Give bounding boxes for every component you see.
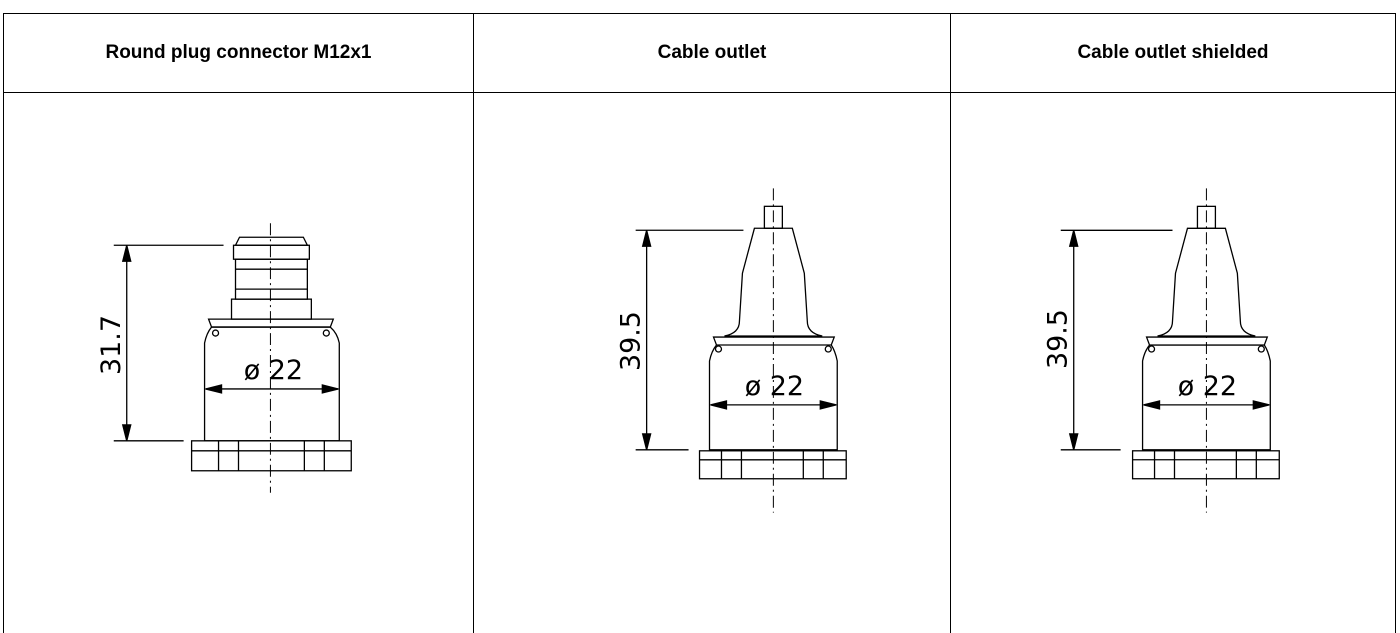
diameter-dimension-label: ø 22: [745, 371, 804, 402]
header-cable-outlet-shielded: Cable outlet shielded: [951, 14, 1396, 93]
m12-connector: [232, 237, 312, 319]
header-row: Round plug connector M12x1 Cable outlet …: [4, 14, 1396, 93]
header-cable-outlet: Cable outlet: [474, 14, 951, 93]
cable-outlet-shielded-drawing: 39.5: [951, 93, 1395, 633]
header-round-plug-connector: Round plug connector M12x1: [4, 14, 474, 93]
diameter-dimension-label: ø 22: [244, 355, 303, 386]
height-dimension-label: 31.7: [96, 315, 127, 375]
height-dimension: 39.5: [616, 230, 744, 450]
connection-variants-table: Round plug connector M12x1 Cable outlet …: [3, 13, 1396, 633]
drawing-row: 31.7: [4, 93, 1396, 633]
drawing-cell-cable-outlet-shielded: 39.5: [951, 93, 1396, 633]
height-dimension-label: 39.5: [1043, 309, 1074, 369]
drawing-cell-round-plug: 31.7: [4, 93, 474, 633]
hex-nut: [192, 441, 352, 471]
hex-nut: [700, 451, 847, 479]
diameter-dimension-label: ø 22: [1178, 371, 1237, 402]
height-dimension: 39.5: [1043, 230, 1173, 450]
height-dimension-label: 39.5: [616, 311, 647, 371]
round-plug-connector-drawing: 31.7: [4, 93, 473, 633]
cable-outlet-drawing: 39.5: [474, 93, 950, 633]
diameter-dimension: ø 22: [206, 355, 339, 393]
drawing-cell-cable-outlet: 39.5: [474, 93, 951, 633]
